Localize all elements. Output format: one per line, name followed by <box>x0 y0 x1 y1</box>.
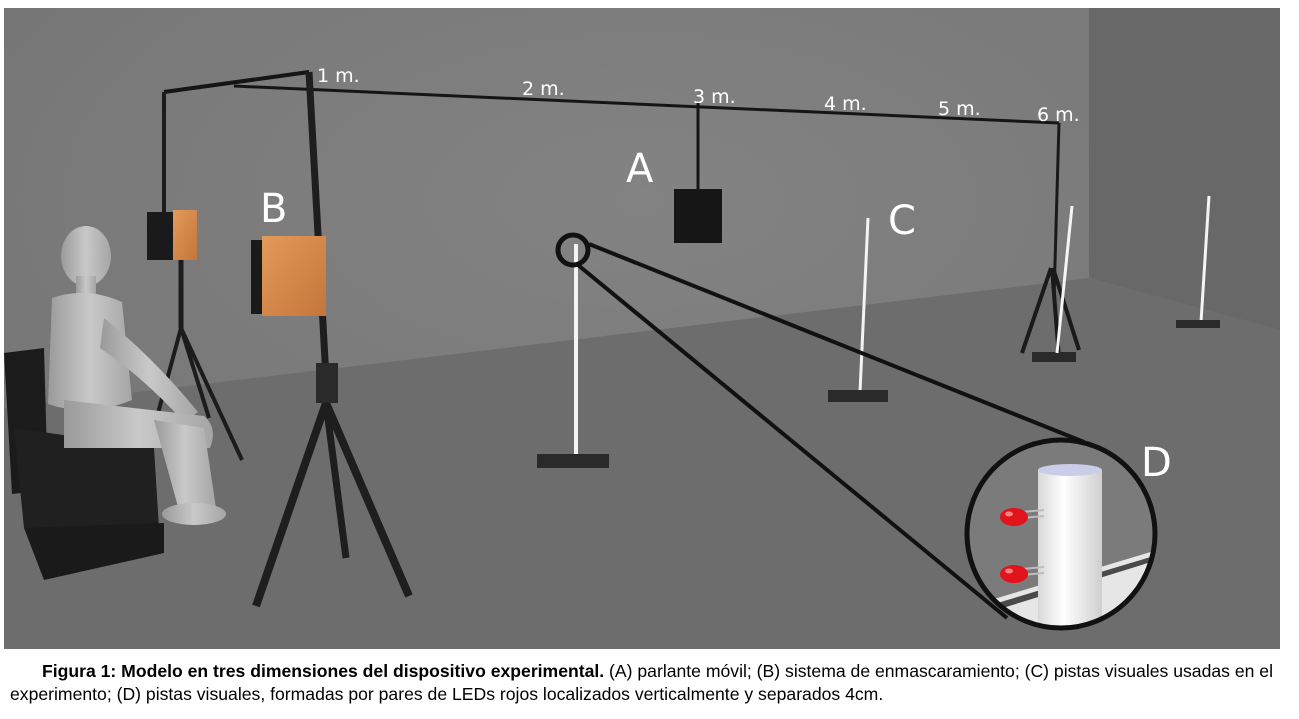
distance-label-3m: 3 m. <box>693 86 736 108</box>
magnifier-line-bottom <box>576 263 1009 620</box>
caption-text: (A) parlante móvil; (B) sistema de enmas… <box>10 661 1273 704</box>
visual-cue-pole-1 <box>537 244 609 468</box>
distance-label-4m: 4 m. <box>824 93 867 115</box>
distance-label-1m: 1 m. <box>317 65 360 87</box>
scene-illustration: 1 m. 2 m. 3 m. 4 m. 5 m. 6 m. B <box>4 8 1280 649</box>
magnifier-large-circle <box>964 437 1158 631</box>
led-bottom <box>1000 565 1045 583</box>
masking-speaker-b <box>251 236 326 316</box>
label-b: B <box>260 186 287 232</box>
visual-cue-pole-4 <box>1176 195 1220 328</box>
caption-title: Figura 1: Modelo en tres dimensiones del… <box>42 661 605 681</box>
tripod-clamp <box>316 363 338 403</box>
distance-label-6m: 6 m. <box>1037 104 1080 126</box>
moving-speaker-a <box>674 189 722 243</box>
distance-label-5m: 5 m. <box>938 98 981 120</box>
label-d: D <box>1141 440 1172 486</box>
figure-3d-model: 1 m. 2 m. 3 m. 4 m. 5 m. 6 m. B <box>4 8 1280 649</box>
overhead-rail <box>233 84 1060 125</box>
masking-speaker-small <box>147 210 197 260</box>
visual-cue-pole-3 <box>1055 205 1074 354</box>
crossbar <box>163 70 310 94</box>
side-wall <box>1089 8 1280 330</box>
led-top <box>1000 508 1045 526</box>
magnifier-line-top <box>588 242 1085 444</box>
visual-cue-pole-2 <box>828 217 888 402</box>
label-c: C <box>888 198 916 244</box>
seated-person <box>48 226 226 525</box>
front-tripod <box>252 71 413 608</box>
magnifier-small-circle <box>555 232 591 268</box>
chair <box>4 348 164 580</box>
label-a: A <box>626 146 654 192</box>
distance-label-2m: 2 m. <box>522 78 565 100</box>
base-plate <box>1032 352 1076 362</box>
figure-caption: Figura 1: Modelo en tres dimensiones del… <box>10 660 1280 706</box>
